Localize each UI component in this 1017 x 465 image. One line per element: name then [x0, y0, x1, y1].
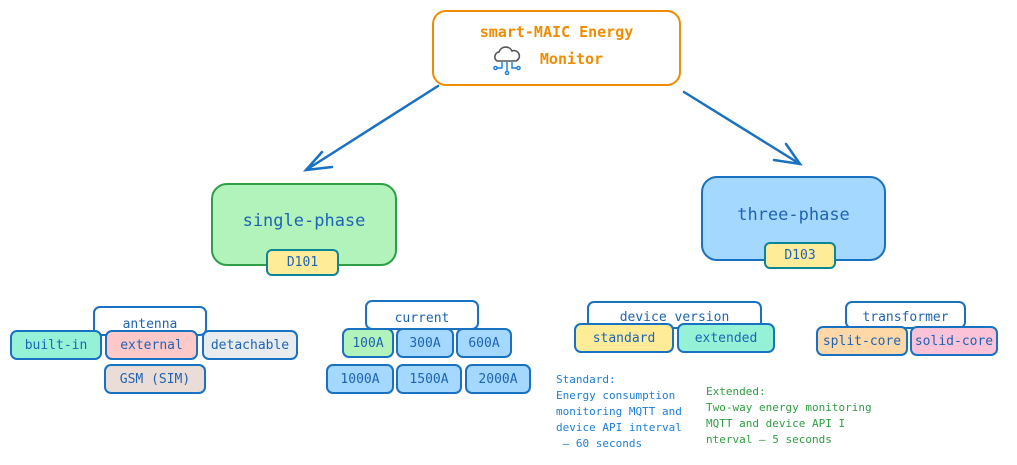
- arrow-to-single-phase: [302, 84, 440, 172]
- transformer-group: transformer: [845, 301, 966, 329]
- antenna-option-external: external: [105, 330, 198, 360]
- extended-note: Extended: Two-way energy monitoring MQTT…: [706, 385, 872, 446]
- current-group: current: [365, 300, 479, 330]
- option-label: 1500A: [409, 371, 449, 387]
- current-label: current: [394, 311, 450, 326]
- current-option-600a: 600A: [456, 328, 512, 358]
- option-label: detachable: [210, 337, 290, 353]
- antenna-option-built-in: built-in: [10, 330, 102, 360]
- option-label: solid-core: [914, 333, 994, 349]
- current-option-1000a: 1000A: [326, 364, 394, 394]
- root-title-line1: smart-MAIC Energy: [479, 23, 634, 41]
- three-phase-label: three-phase: [737, 204, 850, 225]
- single-phase-code-badge: D101: [266, 249, 339, 276]
- option-label: extended: [694, 330, 758, 346]
- cloud-network-icon: [493, 46, 521, 75]
- d101-label: D101: [286, 255, 319, 270]
- antenna-option-detachable: detachable: [202, 330, 298, 360]
- root-title-line2: Monitor: [539, 50, 604, 68]
- single-phase-label: single-phase: [242, 210, 366, 231]
- option-label: 300A: [409, 335, 441, 351]
- option-label: 100A: [352, 335, 384, 351]
- three-phase-code-badge: D103: [764, 242, 836, 269]
- current-option-100a: 100A: [342, 328, 394, 358]
- transformer-option-solid-core: solid-core: [910, 326, 998, 356]
- transformer-option-split-core: split-core: [816, 326, 908, 356]
- current-option-2000a: 2000A: [465, 364, 531, 394]
- d103-label: D103: [784, 248, 816, 263]
- standard-note: Standard: Energy consumption monitoring …: [556, 373, 682, 450]
- option-label: 600A: [468, 335, 500, 351]
- option-label: standard: [592, 330, 656, 346]
- current-option-300a: 300A: [396, 328, 454, 358]
- current-option-1500a: 1500A: [396, 364, 462, 394]
- arrow-to-three-phase: [682, 90, 803, 166]
- device-version-option-extended: extended: [677, 323, 775, 353]
- option-label: 2000A: [478, 371, 518, 387]
- option-label: split-core: [822, 333, 902, 349]
- root-node: smart-MAIC Energy Monitor: [432, 10, 681, 86]
- option-label: built-in: [24, 337, 88, 353]
- device-version-option-standard: standard: [574, 323, 674, 353]
- option-label: 1000A: [340, 371, 380, 387]
- antenna-label: antenna: [122, 317, 178, 332]
- option-label: GSM (SIM): [119, 371, 191, 387]
- option-label: external: [120, 337, 183, 353]
- antenna-option-gsm-sim: GSM (SIM): [104, 364, 206, 394]
- device-version-label: device version: [619, 310, 730, 325]
- transformer-label: transformer: [862, 310, 949, 325]
